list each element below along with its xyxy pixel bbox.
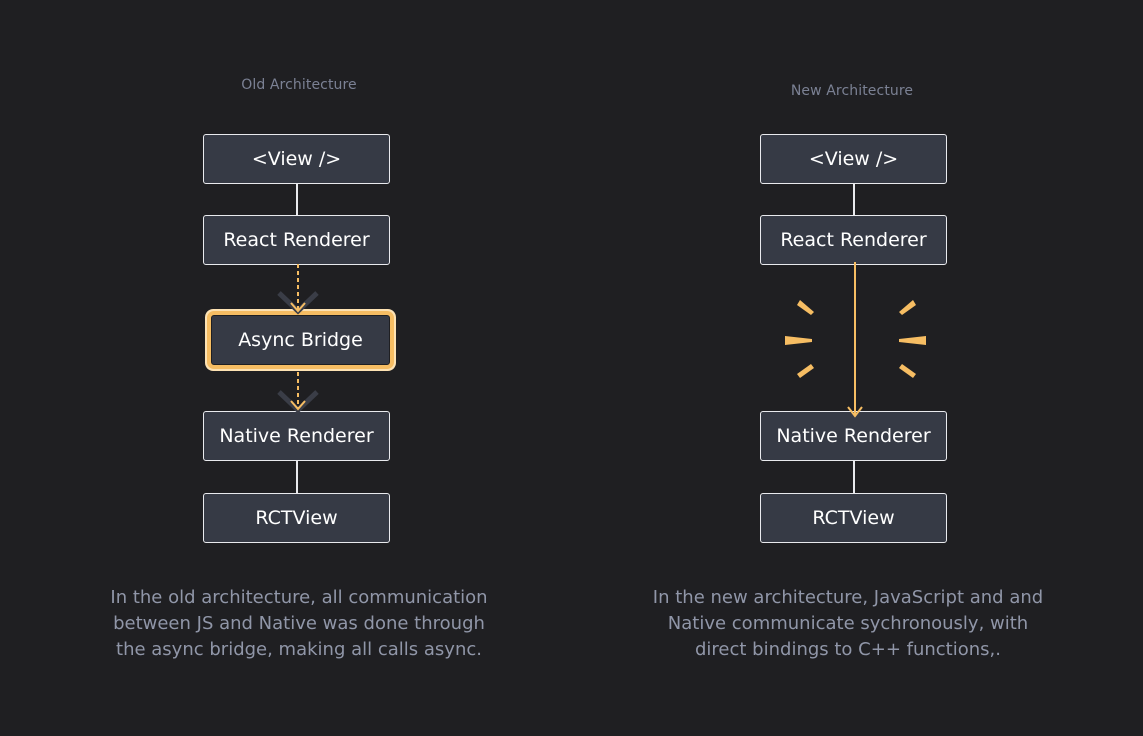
burst-ray-right-middle xyxy=(899,336,926,345)
burst-ray-right-top xyxy=(899,300,916,315)
old-architecture-heading: Old Architecture xyxy=(241,77,357,93)
old-async-arrow-top xyxy=(277,264,319,315)
new-view-box: <View /> xyxy=(760,134,947,184)
old-rctview-box: RCTView xyxy=(203,493,390,543)
new-react-renderer-box: React Renderer xyxy=(760,215,947,265)
old-caption-line-2: between JS and Native was done through xyxy=(113,613,485,634)
new-native-rctview-connector xyxy=(853,461,855,493)
burst-ray-left-middle xyxy=(785,336,812,345)
old-caption-line-3: the async bridge, making all calls async… xyxy=(116,639,482,660)
old-async-arrow-bottom xyxy=(277,365,319,414)
old-view-box: <View /> xyxy=(203,134,390,184)
old-caption-line-1: In the old architecture, all communicati… xyxy=(110,587,488,608)
new-sync-arrow xyxy=(847,262,863,418)
new-rctview-box: RCTView xyxy=(760,493,947,543)
new-architecture-heading: New Architecture xyxy=(790,83,914,99)
async-bridge-box: Async Bridge xyxy=(211,315,390,365)
burst-ray-right-bottom xyxy=(899,364,916,378)
sync-burst-rays xyxy=(785,300,926,378)
old-view-react-connector xyxy=(296,184,298,215)
burst-ray-left-bottom xyxy=(797,364,814,378)
new-architecture-caption: In the new architecture, JavaScript and … xyxy=(614,585,1082,663)
old-architecture-caption: In the old architecture, all communicati… xyxy=(79,585,519,663)
old-native-rctview-connector xyxy=(296,461,298,493)
burst-ray-left-top xyxy=(797,300,814,315)
new-caption-line-2: Native communicate sychronously, with xyxy=(667,613,1029,634)
old-react-renderer-box: React Renderer xyxy=(203,215,390,265)
new-caption-line-1: In the new architecture, JavaScript and … xyxy=(652,587,1044,608)
new-native-renderer-box: Native Renderer xyxy=(760,411,947,461)
old-native-renderer-box: Native Renderer xyxy=(203,411,390,461)
new-view-react-connector xyxy=(853,184,855,215)
new-caption-line-3: direct bindings to C++ functions,. xyxy=(695,639,1001,660)
